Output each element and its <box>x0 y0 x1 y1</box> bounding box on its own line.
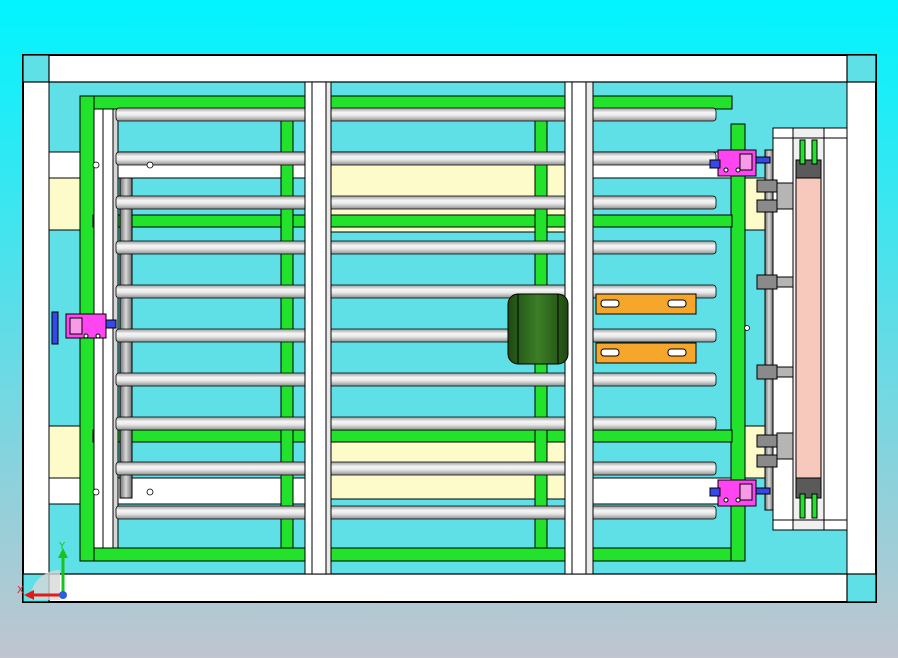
right-drive-shaft <box>756 149 794 511</box>
roller <box>325 505 573 520</box>
roller <box>325 240 573 255</box>
roller <box>325 195 573 210</box>
roller <box>325 416 573 431</box>
roller <box>115 328 311 343</box>
roller <box>585 372 717 387</box>
roller <box>115 284 311 299</box>
roller <box>585 107 717 122</box>
roller <box>115 151 311 166</box>
pneumatic-clamps <box>51 149 771 507</box>
roller <box>325 372 573 387</box>
roller <box>585 151 717 166</box>
roller <box>585 195 717 210</box>
roller <box>115 240 311 255</box>
roller <box>115 416 311 431</box>
roller <box>115 461 311 476</box>
x-axis-label: X <box>17 585 24 596</box>
roller <box>115 372 311 387</box>
axis-triad-icon: Y X <box>17 541 68 600</box>
roller <box>585 505 717 520</box>
roller <box>325 461 573 476</box>
drive-motor <box>507 293 569 365</box>
roller <box>585 240 717 255</box>
roller <box>585 416 717 431</box>
roller <box>115 195 311 210</box>
roller <box>585 328 717 343</box>
belt-drive-assembly <box>772 127 848 531</box>
roller <box>585 461 717 476</box>
roller <box>115 505 311 520</box>
roller <box>115 107 311 122</box>
roller <box>325 151 573 166</box>
y-axis-label: Y <box>58 541 66 552</box>
bolt-holes <box>92 161 750 496</box>
orange-plates <box>595 293 697 364</box>
roller <box>325 107 573 122</box>
